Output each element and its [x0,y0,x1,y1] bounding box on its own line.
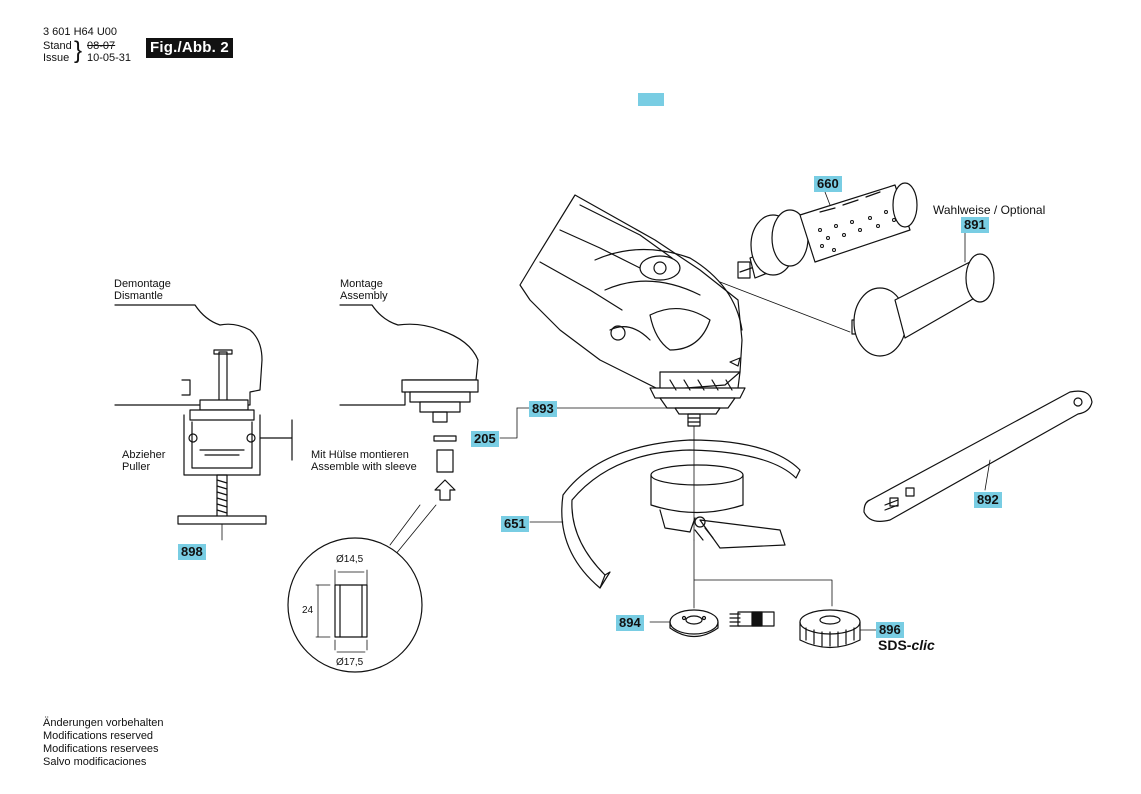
sleeve-detail [287,537,423,673]
dismantle-drawing [114,304,293,541]
sds-clic-label: SDS-clic [878,637,935,653]
part-896: 896 [876,622,904,638]
issue-date: 10-05-31 [87,52,132,64]
label-assembly: Assembly [340,290,388,302]
assembly-drawing [339,304,479,556]
figure-label: Fig./Abb. 2 [146,38,233,58]
label-dismantle: Dismantle [114,290,163,302]
label-demontage: Demontage [114,278,171,290]
footer-line-1: Änderungen vorbehalten [43,717,164,729]
footer-line-4: Salvo modificaciones [43,756,147,768]
part-660: 660 [814,176,842,192]
label-montage: Montage [340,278,383,290]
dim-inner-diameter: Ø14,5 [336,554,364,565]
dim-outer-diameter: Ø17,5 [336,657,364,668]
spanner-892 [863,390,1093,522]
color-swatch [638,93,664,106]
part-651: 651 [501,516,529,532]
footer-line-2: Modifications reserved [43,730,154,742]
label-puller: Puller [122,461,151,473]
part-205: 205 [471,431,499,447]
guard-651 [561,439,801,589]
part-892: 892 [974,492,1002,508]
part-898: 898 [178,544,206,560]
grinder-body [519,194,746,427]
issue-label: Issue [43,52,70,64]
label-assemble-sleeve: Assemble with sleeve [311,461,417,473]
sds-icon [729,611,775,627]
flange-894 [669,609,719,638]
part-891: 891 [961,217,989,233]
stand-label: Stand [43,40,72,52]
brace-glyph: } [74,37,83,64]
dim-height: 24 [302,605,314,616]
handle-891 [851,253,995,357]
stand-date: 08-07 [87,40,116,52]
label-abzieher: Abzieher [122,449,166,461]
label-optional: Wahlweise / Optional [933,203,1046,217]
part-894: 894 [616,615,644,631]
part-893: 893 [529,401,557,417]
nut-896 [799,609,861,649]
doc-number: 3 601 H64 U00 [43,26,117,38]
label-mit-huelse: Mit Hülse montieren [311,449,409,461]
handle-660 [737,182,918,279]
footer-line-3: Modifications reservees [43,743,159,755]
